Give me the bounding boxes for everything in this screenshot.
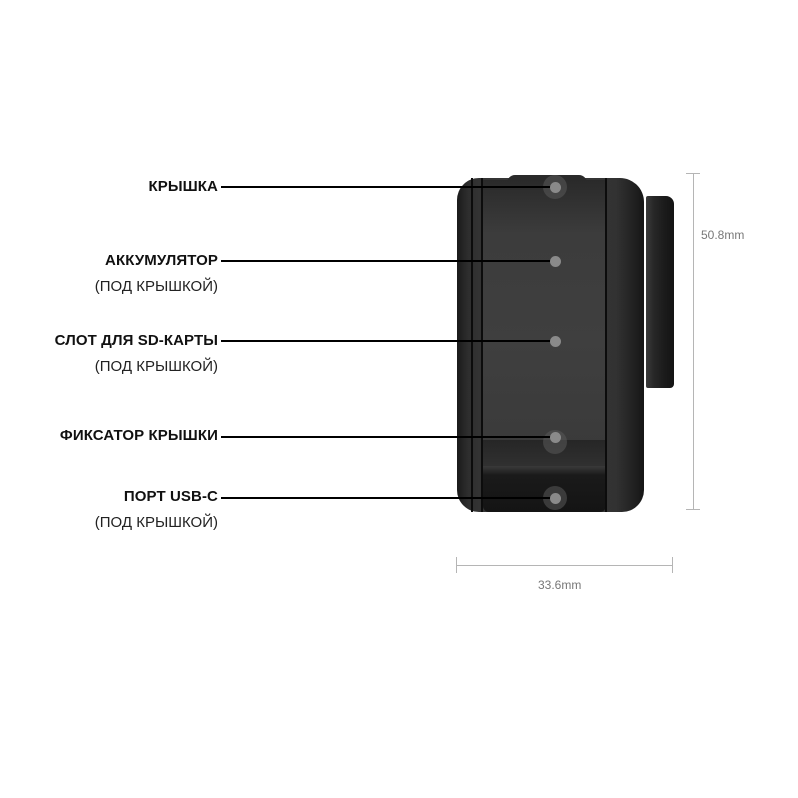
width-dimension-label: 33.6mm — [538, 578, 582, 592]
leader-line-cover — [221, 186, 552, 188]
callout-title: ПОРТ USB-C — [123, 488, 218, 505]
callout-subtitle: (ПОД КРЫШКОЙ) — [94, 514, 218, 531]
body-seam-left-outer — [471, 178, 473, 512]
callout-title: АККУМУЛЯТОР — [105, 252, 218, 269]
width-dimension-line — [456, 565, 672, 566]
height-dimension-cap-bottom — [686, 509, 700, 510]
leader-line-battery — [221, 260, 552, 262]
camera-lens — [646, 196, 674, 388]
height-dimension-cap-top — [686, 173, 700, 174]
callout-title: КРЫШКА — [148, 178, 218, 195]
callout-battery: АККУМУЛЯТОР (ПОД КРЫШКОЙ) — [95, 252, 218, 296]
width-dimension-cap-right — [672, 557, 673, 573]
callout-dot-battery — [550, 256, 561, 267]
callout-title: СЛОТ ДЛЯ SD-КАРТЫ — [54, 332, 218, 349]
height-dimension-label: 50.8mm — [701, 228, 745, 242]
leader-line-latch — [221, 436, 552, 438]
callout-latch: ФИКСАТОР КРЫШКИ — [60, 427, 218, 445]
callout-dot-cover — [550, 182, 561, 193]
leader-line-sd-slot — [221, 340, 552, 342]
width-dimension-cap-left — [456, 557, 457, 573]
leader-line-usb — [221, 497, 552, 499]
callout-title: ФИКСАТОР КРЫШКИ — [59, 427, 218, 444]
height-dimension-line — [693, 173, 694, 509]
callout-sd-slot: СЛОТ ДЛЯ SD-КАРТЫ (ПОД КРЫШКОЙ) — [55, 332, 218, 376]
callout-subtitle: (ПОД КРЫШКОЙ) — [94, 278, 218, 295]
battery-door — [483, 180, 606, 450]
body-seam-left-inner — [481, 178, 483, 512]
callout-dot-sd-slot — [550, 336, 561, 347]
callout-subtitle: (ПОД КРЫШКОЙ) — [94, 358, 218, 375]
callout-dot-usb — [550, 493, 561, 504]
callout-dot-latch — [550, 432, 561, 443]
callout-cover: КРЫШКА — [148, 178, 218, 196]
callout-usb-c: ПОРТ USB-C (ПОД КРЫШКОЙ) — [95, 488, 218, 532]
body-seam-right — [605, 178, 607, 512]
